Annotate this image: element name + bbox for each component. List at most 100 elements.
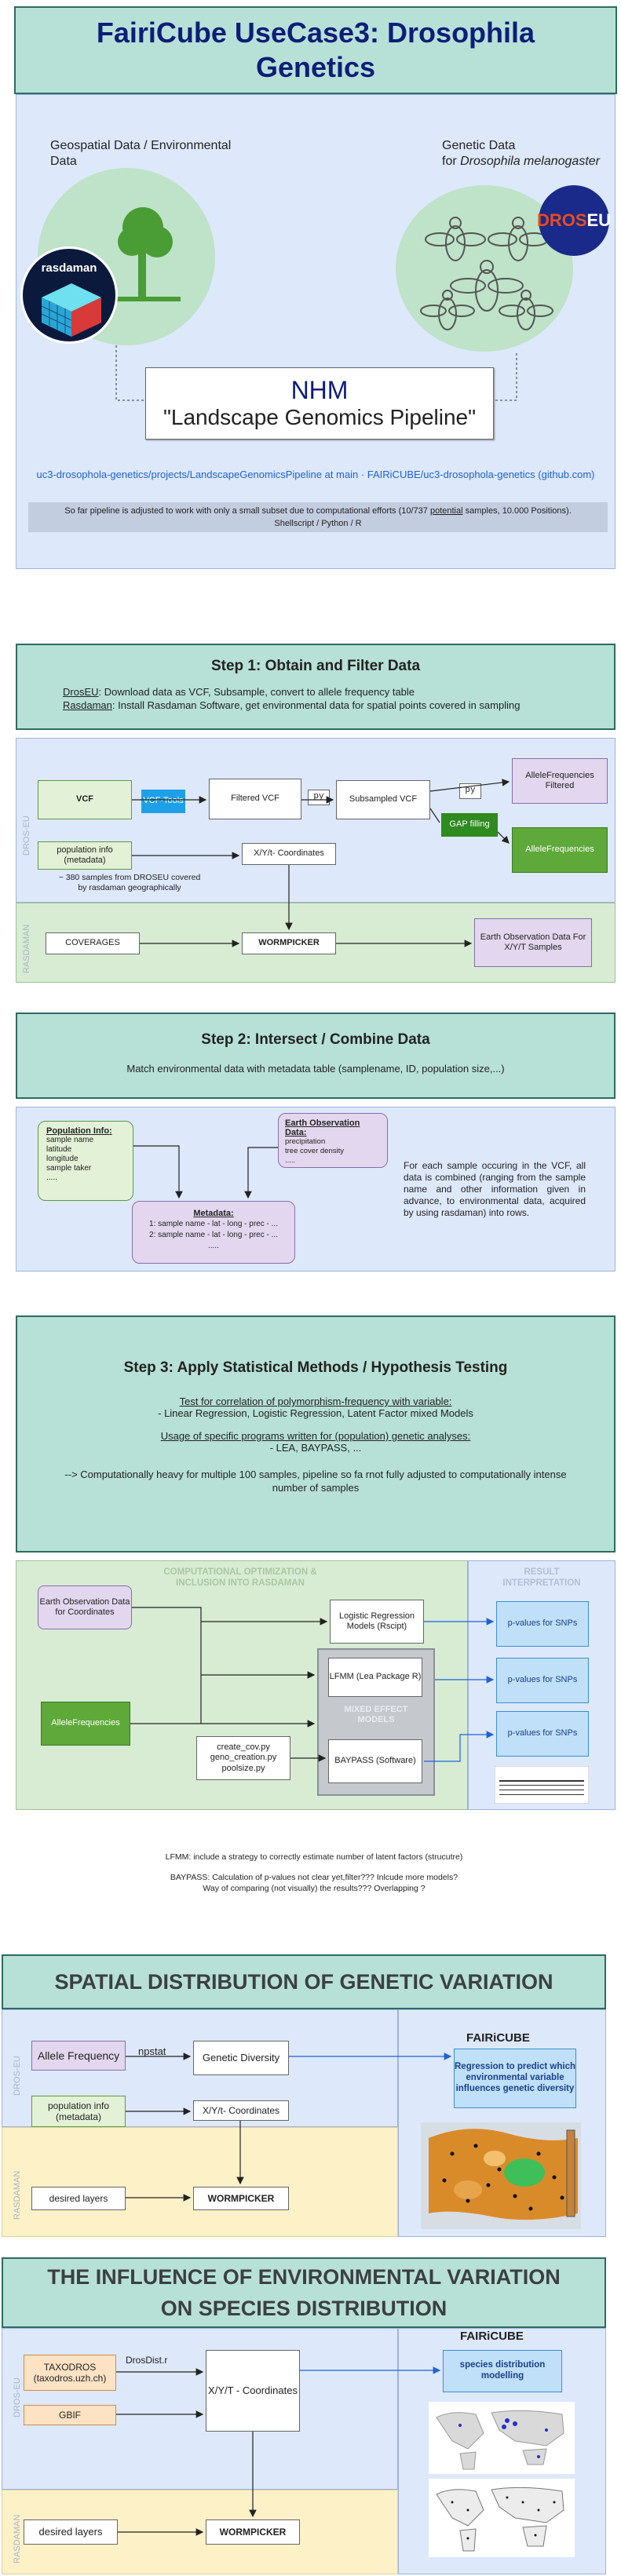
spatial-rasdaman-lane	[2, 2127, 398, 2237]
script-item: geno_creation.py	[210, 1753, 277, 1763]
pipeline-note: So far pipeline is adjusted to work with…	[28, 502, 608, 532]
pvalues-box-1: p-values for SNPs	[496, 1601, 589, 1647]
influence-title-line2: ON SPECIES DISTRIBUTION	[160, 2297, 447, 2320]
result-panel-title: RESULT INTERPRETATION	[502, 1567, 581, 1588]
influence-title-line1: THE INFLUENCE OF ENVIRONMENTAL VARIATION	[47, 2265, 561, 2289]
genetic-diversity-map	[421, 2122, 581, 2229]
lfmm-box: LFMM (Lea Package R)	[328, 1658, 422, 1697]
influence-lane-label-rasdaman: RASDAMAN	[13, 2514, 22, 2563]
eo-coords-box: Earth Observation Data for Coordinates	[38, 1585, 132, 1629]
allele-filtered-box: AlleleFrequencies Filtered	[512, 758, 608, 804]
baypass-note-2: Way of comparing (not visually) the resu…	[203, 1884, 426, 1893]
spatial-population-info-box: population info (metadata)	[31, 2096, 126, 2127]
influence-wormpicker-box: WORMPICKER	[206, 2519, 300, 2545]
genetic-data-line1: Genetic Data	[442, 139, 516, 152]
baypass-note-1: BAYPASS: Calculation of p-values not cle…	[170, 1873, 458, 1882]
page-title-line2: Genetics	[255, 51, 376, 83]
population-info-card: Population Info: sample name latitude lo…	[38, 1121, 133, 1201]
wormpicker-box: WORMPICKER	[242, 932, 336, 954]
gbif-box: GBIF	[24, 2405, 116, 2425]
meta-item: 2: sample name - lat - long - prec - ...	[149, 1231, 278, 1239]
vcf-box: VCF	[38, 780, 132, 819]
step2-subtitle: Match environmental data with metadata t…	[126, 1063, 505, 1075]
script-item: poolsize.py	[221, 1763, 265, 1773]
allele-frequencies-box: AlleleFrequencies	[41, 1702, 130, 1746]
subsampled-vcf-box: Subsampled VCF	[336, 780, 430, 819]
species-distribution-map-2	[429, 2479, 575, 2557]
baypass-box: BAYPASS (Software)	[328, 1739, 422, 1783]
influence-fairicube-label: FAIRiCUBE	[460, 2330, 524, 2343]
nhm-title: NHM	[290, 376, 349, 404]
step3-programs-heading: Usage of specific programs written for (…	[160, 1430, 471, 1442]
eo-item: tree cover density	[285, 1147, 344, 1155]
rasdaman-logo: rasdaman	[20, 246, 118, 344]
eo-item: .....	[285, 1156, 296, 1165]
step3-title: Step 3: Apply Statistical Methods / Hypo…	[123, 1359, 508, 1376]
drosdist-label: DrosDist.r	[126, 2355, 168, 2366]
step3-programs: - LEA, BAYPASS, ...	[269, 1442, 362, 1454]
genetic-data-line2: for Drosophila melanogaster	[442, 155, 600, 168]
gap-filling-box: GAP filling	[441, 813, 498, 837]
logistic-regression-box: Logistic Regression Models (Rscipt)	[330, 1600, 424, 1644]
samples-note: ~ 380 samples from DROSEU covered by ras…	[58, 873, 201, 892]
taxodros-box: TAXODROS (taxodros.uzh.ch)	[24, 2355, 116, 2391]
droseu-logo-text-2: EU	[586, 210, 612, 230]
allele-frequency-box: Allele Frequency	[31, 2041, 126, 2071]
regression-box: Regression to predict which environmenta…	[454, 2049, 576, 2108]
py-box-1: py	[308, 790, 330, 805]
pop-item: sample name	[46, 1136, 94, 1144]
step1-title: Step 1: Obtain and Filter Data	[210, 658, 421, 674]
allele-freq-box: AlleleFrequencies	[512, 827, 608, 873]
compute-panel-title: COMPUTATIONAL OPTIMIZATION & INCLUSION I…	[163, 1567, 317, 1588]
eo-item: precipitation	[285, 1137, 326, 1146]
nhm-box: NHM "Landscape Genomics Pipeline"	[145, 367, 494, 440]
py-box-2: py	[459, 783, 481, 799]
pvalues-box-2: p-values for SNPs	[496, 1658, 589, 1703]
influence-lane-label-droseu: DROS-EU	[13, 2377, 22, 2417]
page-title-line1: FairiCube UseCase3: Drosophila	[96, 16, 535, 49]
spatial-title: SPATIAL DISTRIBUTION OF GENETIC VARIATIO…	[54, 1969, 553, 1994]
note-potential: potential	[429, 506, 463, 516]
genetic-data-label: Genetic Data for Drosophila melanogaster	[442, 138, 615, 170]
species-distribution-map-1	[429, 2402, 575, 2474]
github-link[interactable]: uc3-drosophola-genetics/projects/Landsca…	[36, 469, 595, 480]
fly-icons	[420, 217, 553, 330]
spatial-xyt-box: X/Y/t- Coordinates	[193, 2100, 289, 2121]
influence-xyt-box: X/Y/T - Coordinates	[206, 2350, 300, 2432]
sdm-box: species distribution modelling	[443, 2350, 562, 2392]
species-name: Drosophila melanogaster	[460, 155, 600, 168]
pipeline-languages: Shellscript / Python / R	[274, 519, 362, 528]
manhattan-plot-thumbnail	[495, 1766, 589, 1804]
pop-item: sample taker	[46, 1164, 92, 1173]
spatial-fairicube-label: FAIRiCUBE	[466, 2031, 530, 2045]
script-item: create_cov.py	[217, 1742, 270, 1753]
spatial-desired-layers-box: desired layers	[31, 2187, 126, 2210]
spatial-wormpicker-box: WORMPICKER	[193, 2187, 289, 2210]
nhm-subtitle: "Landscape Genomics Pipeline"	[163, 405, 477, 429]
influence-header: THE INFLUENCE OF ENVIRONMENTAL VARIATION…	[2, 2257, 606, 2328]
genetic-diversity-box: Genetic Diversity	[193, 2041, 289, 2075]
title-banner: FairiCube UseCase3: Drosophila Genetics	[14, 6, 617, 94]
spatial-lane-label-droseu: DROS-EU	[13, 2056, 22, 2096]
step1-header: Step 1: Obtain and Filter Data DrosEU: D…	[16, 644, 616, 730]
droseu-logo-text-1: DROS	[536, 210, 587, 230]
influence-desired-layers-box: desired layers	[24, 2519, 118, 2545]
pop-item: longitude	[46, 1155, 79, 1163]
vcf-tools-box: VCF-Tools	[141, 790, 185, 813]
step3-heavy-note: --> Computationally heavy for multiple 1…	[64, 1469, 567, 1494]
step3-header: Step 3: Apply Statistical Methods / Hypo…	[16, 1315, 616, 1553]
step3-test-methods: - Linear Regression, Logistic Regression…	[158, 1407, 473, 1419]
step3-test-heading: Test for correlation of polymorphism-fre…	[179, 1396, 452, 1407]
coverages-box: COVERAGES	[46, 932, 140, 954]
lfmm-note: LFMM: include a strategy to correctly es…	[165, 1852, 463, 1862]
filtered-vcf-box: Filtered VCF	[209, 779, 301, 819]
pvalues-box-3: p-values for SNPs	[496, 1711, 589, 1757]
step2-description: For each sample occuring in the VCF, all…	[404, 1160, 586, 1218]
pop-item: latitude	[46, 1145, 72, 1154]
step1-rasdaman-line: Rasdaman: Install Rasdaman Software, get…	[63, 699, 521, 711]
population-info-box: population info (metadata)	[38, 841, 132, 870]
lane-label-rasdaman: RASDAMAN	[22, 924, 31, 973]
spatial-header: SPATIAL DISTRIBUTION OF GENETIC VARIATIO…	[2, 1954, 606, 2009]
step2-header: Step 2: Intersect / Combine Data Match e…	[16, 1013, 616, 1099]
